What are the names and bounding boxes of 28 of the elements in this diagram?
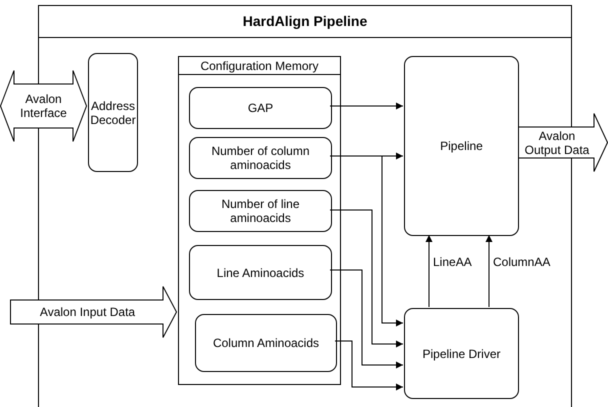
block-box [88, 53, 138, 172]
block-box [189, 87, 332, 129]
block-label: Address Decoder [91, 98, 135, 128]
frame-heading: HardAlign Pipeline [242, 12, 368, 31]
memory-panel [178, 56, 341, 385]
block-label: Line Aminoacids [216, 264, 306, 282]
arrow-label: Avalon Input Data [38, 304, 136, 321]
block-box [189, 137, 332, 179]
arrow-label: Avalon Interface [19, 91, 68, 122]
block-label: Pipeline [439, 138, 484, 155]
block-label: GAP [246, 100, 274, 117]
panel-heading: Configuration Memory [199, 58, 320, 74]
arrow [330, 270, 404, 368]
block-label: Number of line aminoacids [220, 196, 301, 227]
arrow [426, 234, 432, 308]
arrow [486, 234, 492, 308]
arrow-label: Avalon Output Data [524, 128, 590, 158]
arrow [330, 102, 404, 110]
block-box [195, 314, 337, 372]
block-label: Column Aminoacids [212, 335, 320, 352]
block-box [404, 56, 519, 236]
block-box [404, 308, 519, 399]
arrow [334, 340, 404, 390]
block-label: Pipeline Driver [421, 346, 502, 362]
arrow [330, 210, 404, 348]
block-box [189, 190, 332, 232]
block-box [189, 245, 332, 300]
block-label: Number of column aminoacids [210, 143, 311, 174]
